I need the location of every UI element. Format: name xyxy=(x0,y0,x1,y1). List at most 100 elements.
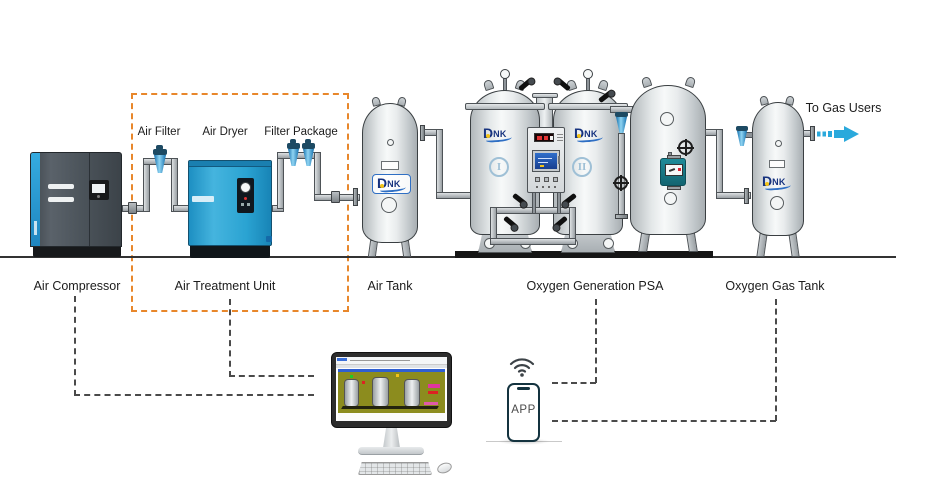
tank-port xyxy=(387,139,394,146)
vent-line xyxy=(557,137,563,138)
filter-package-device xyxy=(302,143,315,149)
air-filter-device xyxy=(153,149,167,155)
brand-nk: NK xyxy=(584,128,598,139)
compressor-display xyxy=(89,180,109,200)
dryer-control-panel xyxy=(237,178,254,213)
pipe-segment xyxy=(436,192,472,199)
lifting-lug xyxy=(684,75,697,89)
oxygen-generation-psa-label: Oxygen Generation PSA xyxy=(526,279,664,293)
filter-package-device xyxy=(288,149,299,166)
scada-tank xyxy=(404,379,420,407)
scada-tank xyxy=(372,377,389,407)
brand-d: D xyxy=(377,175,388,191)
scada-value-bar xyxy=(424,402,438,405)
to-gas-users-label: To Gas Users xyxy=(805,101,882,115)
smartphone: APP xyxy=(507,383,540,442)
brand-d: D xyxy=(483,125,494,141)
brand-d: D xyxy=(574,125,585,141)
keyboard xyxy=(358,462,432,475)
brand-d: D xyxy=(762,173,773,189)
monitor-stand-base xyxy=(358,447,424,455)
pipe-flange xyxy=(744,188,749,204)
pipe-fitting xyxy=(331,191,340,203)
skirt-hole xyxy=(603,238,614,249)
air-dryer xyxy=(188,160,272,246)
hmi-screen xyxy=(535,153,557,169)
pipe-flange xyxy=(810,126,815,141)
scada-indicator xyxy=(350,375,353,378)
connector-compressor-h xyxy=(74,394,314,396)
filter-package-device xyxy=(305,139,311,144)
pressure-gauge-icon xyxy=(583,69,593,79)
meter-dot xyxy=(678,168,681,171)
tank-leg xyxy=(756,233,768,257)
tank-leg xyxy=(788,233,800,257)
lifting-lug xyxy=(597,78,610,92)
meter-tick xyxy=(668,168,676,172)
meter-mount xyxy=(667,186,681,190)
tank-nameplate xyxy=(381,161,399,170)
lifting-lug xyxy=(640,75,653,89)
flow-meter-screen xyxy=(665,164,683,176)
dnk-swoosh xyxy=(379,187,407,193)
hmi-graphic xyxy=(538,158,552,159)
pipe-segment xyxy=(173,205,189,212)
oxygen-inlet-filter xyxy=(737,131,747,146)
pipe-segment xyxy=(314,152,321,200)
scada-title-chip xyxy=(337,358,347,361)
pipe-segment xyxy=(143,158,150,212)
psa-control-panel xyxy=(527,127,565,193)
connector-psa-v xyxy=(595,299,597,383)
hmi-graphic xyxy=(538,162,548,163)
scada-bluebar xyxy=(338,369,445,372)
dryer-label-strip xyxy=(192,196,214,202)
indicator-light xyxy=(244,197,247,200)
connector-treatment-v xyxy=(229,299,231,377)
air-compressor-label: Air Compressor xyxy=(33,279,121,293)
pipe-segment xyxy=(436,129,443,197)
compressor-stripe-text-mark xyxy=(34,221,37,235)
tower-flange xyxy=(465,103,545,110)
led-digit xyxy=(550,136,553,140)
tank-nameplate xyxy=(769,160,785,168)
tank-manway xyxy=(770,196,784,210)
handwheel-valve-icon xyxy=(613,175,629,191)
connector-treatment-h xyxy=(229,375,314,377)
pipe-segment xyxy=(716,129,723,197)
air-compressor xyxy=(30,152,122,247)
air-tank-vessel xyxy=(362,103,418,243)
psa-outlet-filter xyxy=(615,112,628,117)
air-dryer-label: Air Dryer xyxy=(202,126,248,138)
connector-compressor-v xyxy=(74,296,76,396)
panel-button xyxy=(535,177,540,182)
pipe-flange xyxy=(615,214,628,219)
dryer-top-strip xyxy=(189,161,271,167)
psa-outlet-filter xyxy=(616,117,627,133)
tank-port xyxy=(775,140,782,147)
wifi-icon xyxy=(509,358,535,377)
air-treatment-unit-label: Air Treatment Unit xyxy=(174,279,276,293)
pipe-segment xyxy=(716,192,751,199)
brand-nk: NK xyxy=(493,128,507,139)
scada-value-bar xyxy=(428,391,438,394)
hmi-frame xyxy=(532,150,560,172)
scada-toolbar xyxy=(336,365,447,368)
display-button xyxy=(97,195,100,198)
oxygen-gas-tank-label: Oxygen Gas Tank xyxy=(725,279,825,293)
tank-port xyxy=(664,192,677,205)
pressure-gauge-icon xyxy=(500,69,510,79)
lifting-lug xyxy=(482,78,495,92)
panel-button xyxy=(241,203,244,206)
panel-dot xyxy=(536,186,538,188)
oxygen-gas-tank-vessel xyxy=(752,102,804,236)
filter-package-device xyxy=(303,149,314,166)
tower-1-numeral: I xyxy=(489,157,509,177)
dryer-gauge xyxy=(240,182,251,193)
scada-process-area xyxy=(338,372,445,413)
dryer-base xyxy=(190,246,270,258)
pipe-segment xyxy=(171,158,178,212)
app-label: APP xyxy=(511,403,536,416)
